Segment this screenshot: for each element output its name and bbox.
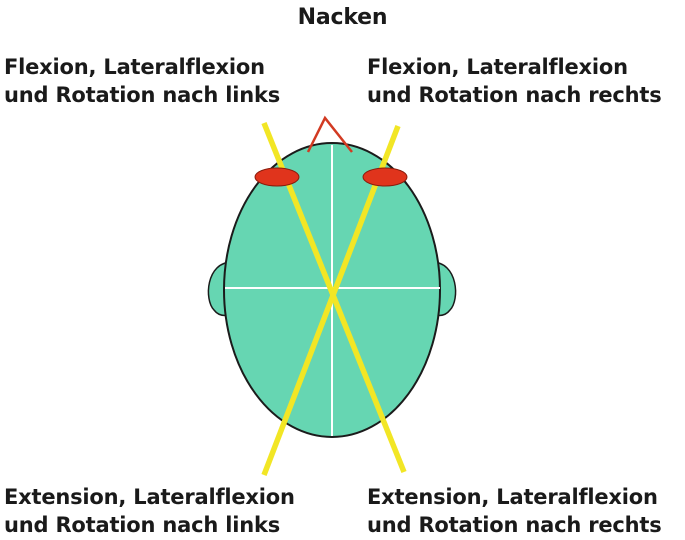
label-extension-left: Extension, Lateralflexion und Rotation n… xyxy=(4,483,295,539)
label-flexion-left-line1: Flexion, Lateralflexion xyxy=(4,55,265,79)
label-flexion-left-line2: und Rotation nach links xyxy=(4,83,281,107)
label-flexion-right: Flexion, Lateralflexion und Rotation nac… xyxy=(367,53,662,109)
ear-marker-left-icon xyxy=(254,167,300,187)
label-extension-right: Extension, Lateralflexion und Rotation n… xyxy=(367,483,662,539)
label-extension-right-line1: Extension, Lateralflexion xyxy=(367,485,658,509)
label-flexion-right-line2: und Rotation nach rechts xyxy=(367,83,662,107)
label-flexion-left: Flexion, Lateralflexion und Rotation nac… xyxy=(4,53,280,109)
nose-triangle-icon xyxy=(306,115,353,153)
label-flexion-right-line1: Flexion, Lateralflexion xyxy=(367,55,628,79)
label-extension-left-line1: Extension, Lateralflexion xyxy=(4,485,295,509)
ear-marker-right-icon xyxy=(362,167,408,187)
label-extension-left-line2: und Rotation nach links xyxy=(4,513,281,537)
diagram-title: Nacken xyxy=(297,5,388,30)
label-extension-right-line2: und Rotation nach rechts xyxy=(367,513,662,537)
